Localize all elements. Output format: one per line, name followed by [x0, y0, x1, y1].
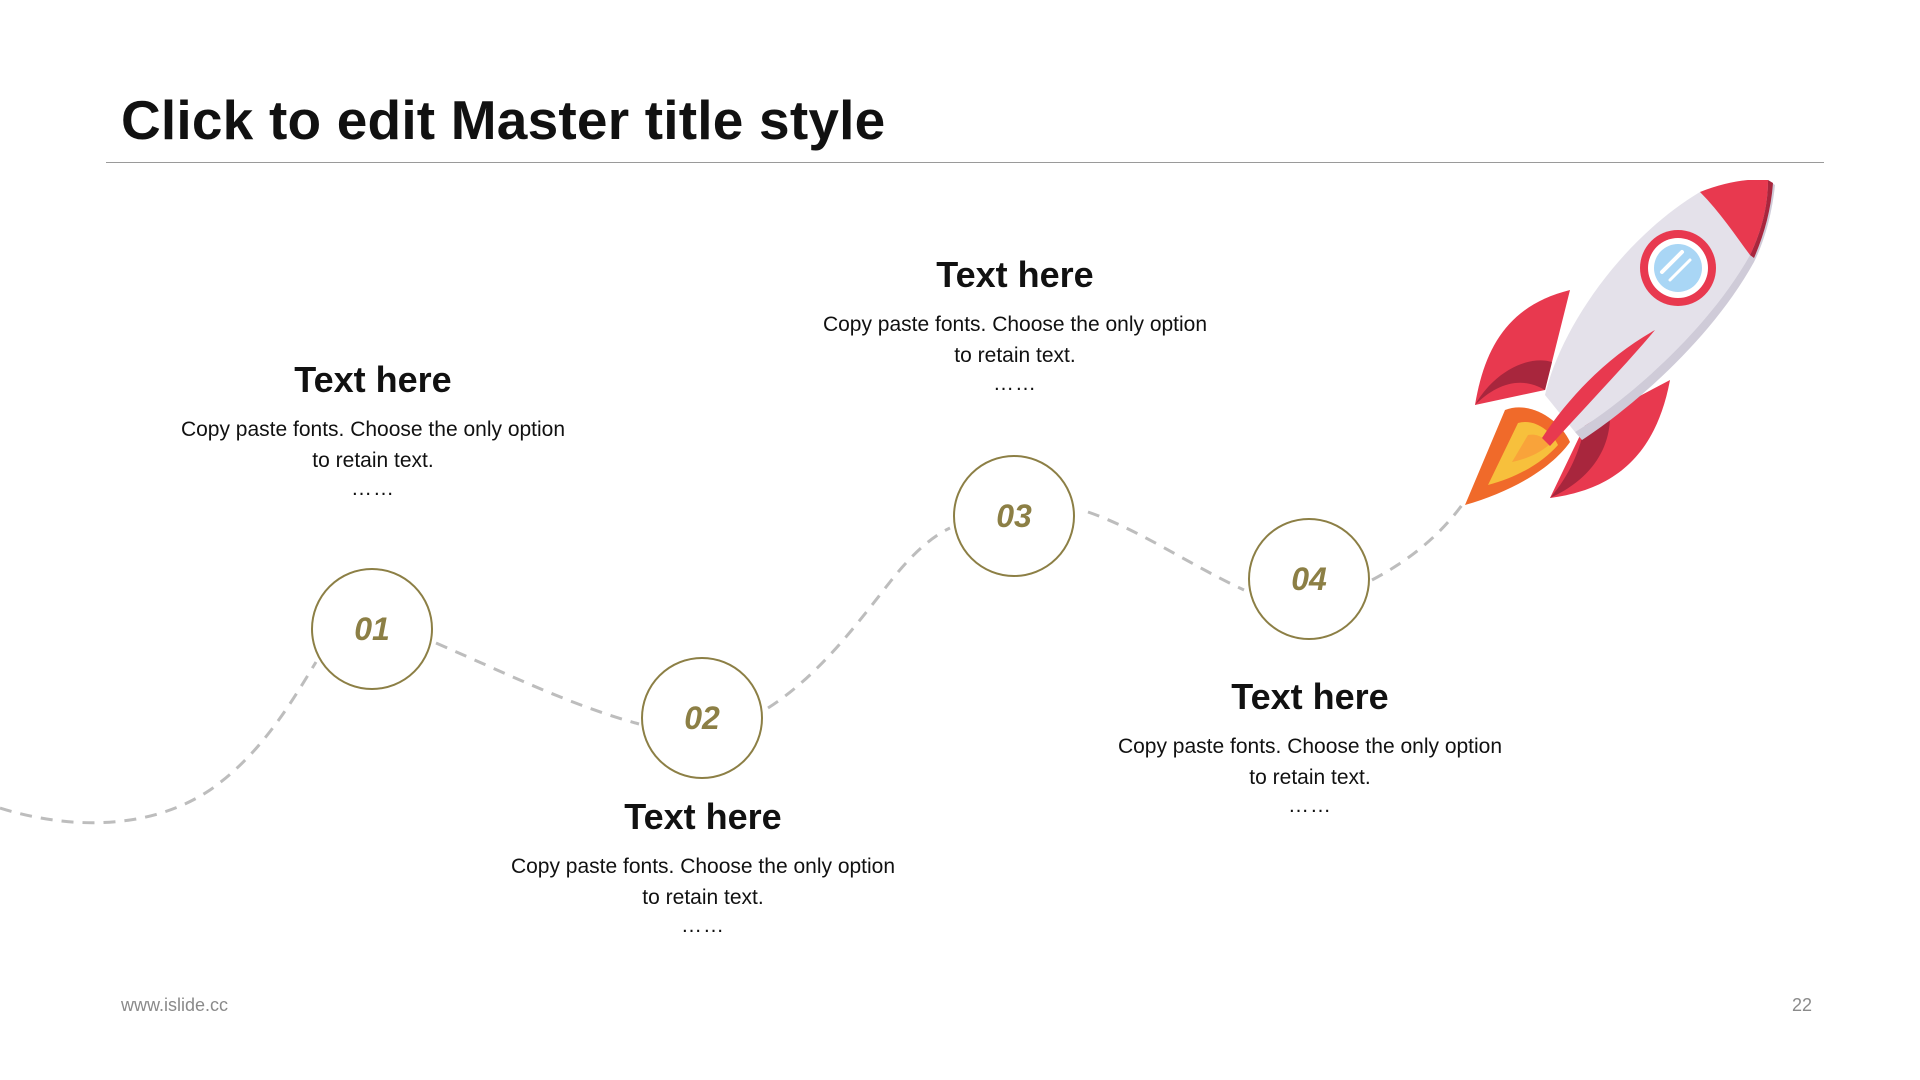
- step-04-dots: ……: [1288, 794, 1332, 817]
- step-02-dots: ……: [681, 914, 725, 937]
- step-02-body-line2[interactable]: to retain text.: [642, 886, 764, 909]
- step-01-dots: ……: [351, 477, 395, 500]
- step-02-body-line1[interactable]: Copy paste fonts. Choose the only option: [510, 855, 896, 878]
- step-03-text: Text here Copy paste fonts. Choose the o…: [785, 253, 1245, 397]
- step-03-heading[interactable]: Text here: [936, 254, 1094, 295]
- step-04-body-line2[interactable]: to retain text.: [1249, 766, 1371, 789]
- step-03-body-line2[interactable]: to retain text.: [954, 344, 1076, 367]
- step-03-dots: ……: [993, 372, 1037, 395]
- step-02-circle[interactable]: 02: [641, 657, 763, 779]
- step-03-body-line1[interactable]: Copy paste fonts. Choose the only option: [822, 313, 1208, 336]
- step-04-number: 04: [1291, 560, 1327, 597]
- footer-url[interactable]: www.islide.cc: [121, 995, 229, 1015]
- step-04-circle[interactable]: 04: [1248, 518, 1370, 640]
- step-02-heading[interactable]: Text here: [624, 796, 782, 837]
- step-04-heading[interactable]: Text here: [1231, 676, 1389, 717]
- step-01-number: 01: [354, 610, 390, 647]
- slide-title[interactable]: Click to edit Master title style: [121, 89, 886, 151]
- step-02-number: 02: [684, 699, 720, 736]
- step-03-circle[interactable]: 03: [953, 455, 1075, 577]
- step-01-text: Text here Copy paste fonts. Choose the o…: [143, 358, 603, 502]
- rocket-icon: [1465, 180, 1775, 505]
- page-number: 22: [1791, 995, 1812, 1015]
- step-01-body-line2[interactable]: to retain text.: [312, 449, 434, 472]
- step-04-text: Text here Copy paste fonts. Choose the o…: [1080, 675, 1540, 819]
- step-03-number: 03: [996, 497, 1032, 534]
- step-01-body-line1[interactable]: Copy paste fonts. Choose the only option: [180, 418, 566, 441]
- step-04-body-line1[interactable]: Copy paste fonts. Choose the only option: [1117, 735, 1503, 758]
- step-02-text: Text here Copy paste fonts. Choose the o…: [473, 795, 933, 939]
- title-divider: [106, 162, 1824, 163]
- step-01-circle[interactable]: 01: [311, 568, 433, 690]
- step-01-heading[interactable]: Text here: [294, 359, 452, 400]
